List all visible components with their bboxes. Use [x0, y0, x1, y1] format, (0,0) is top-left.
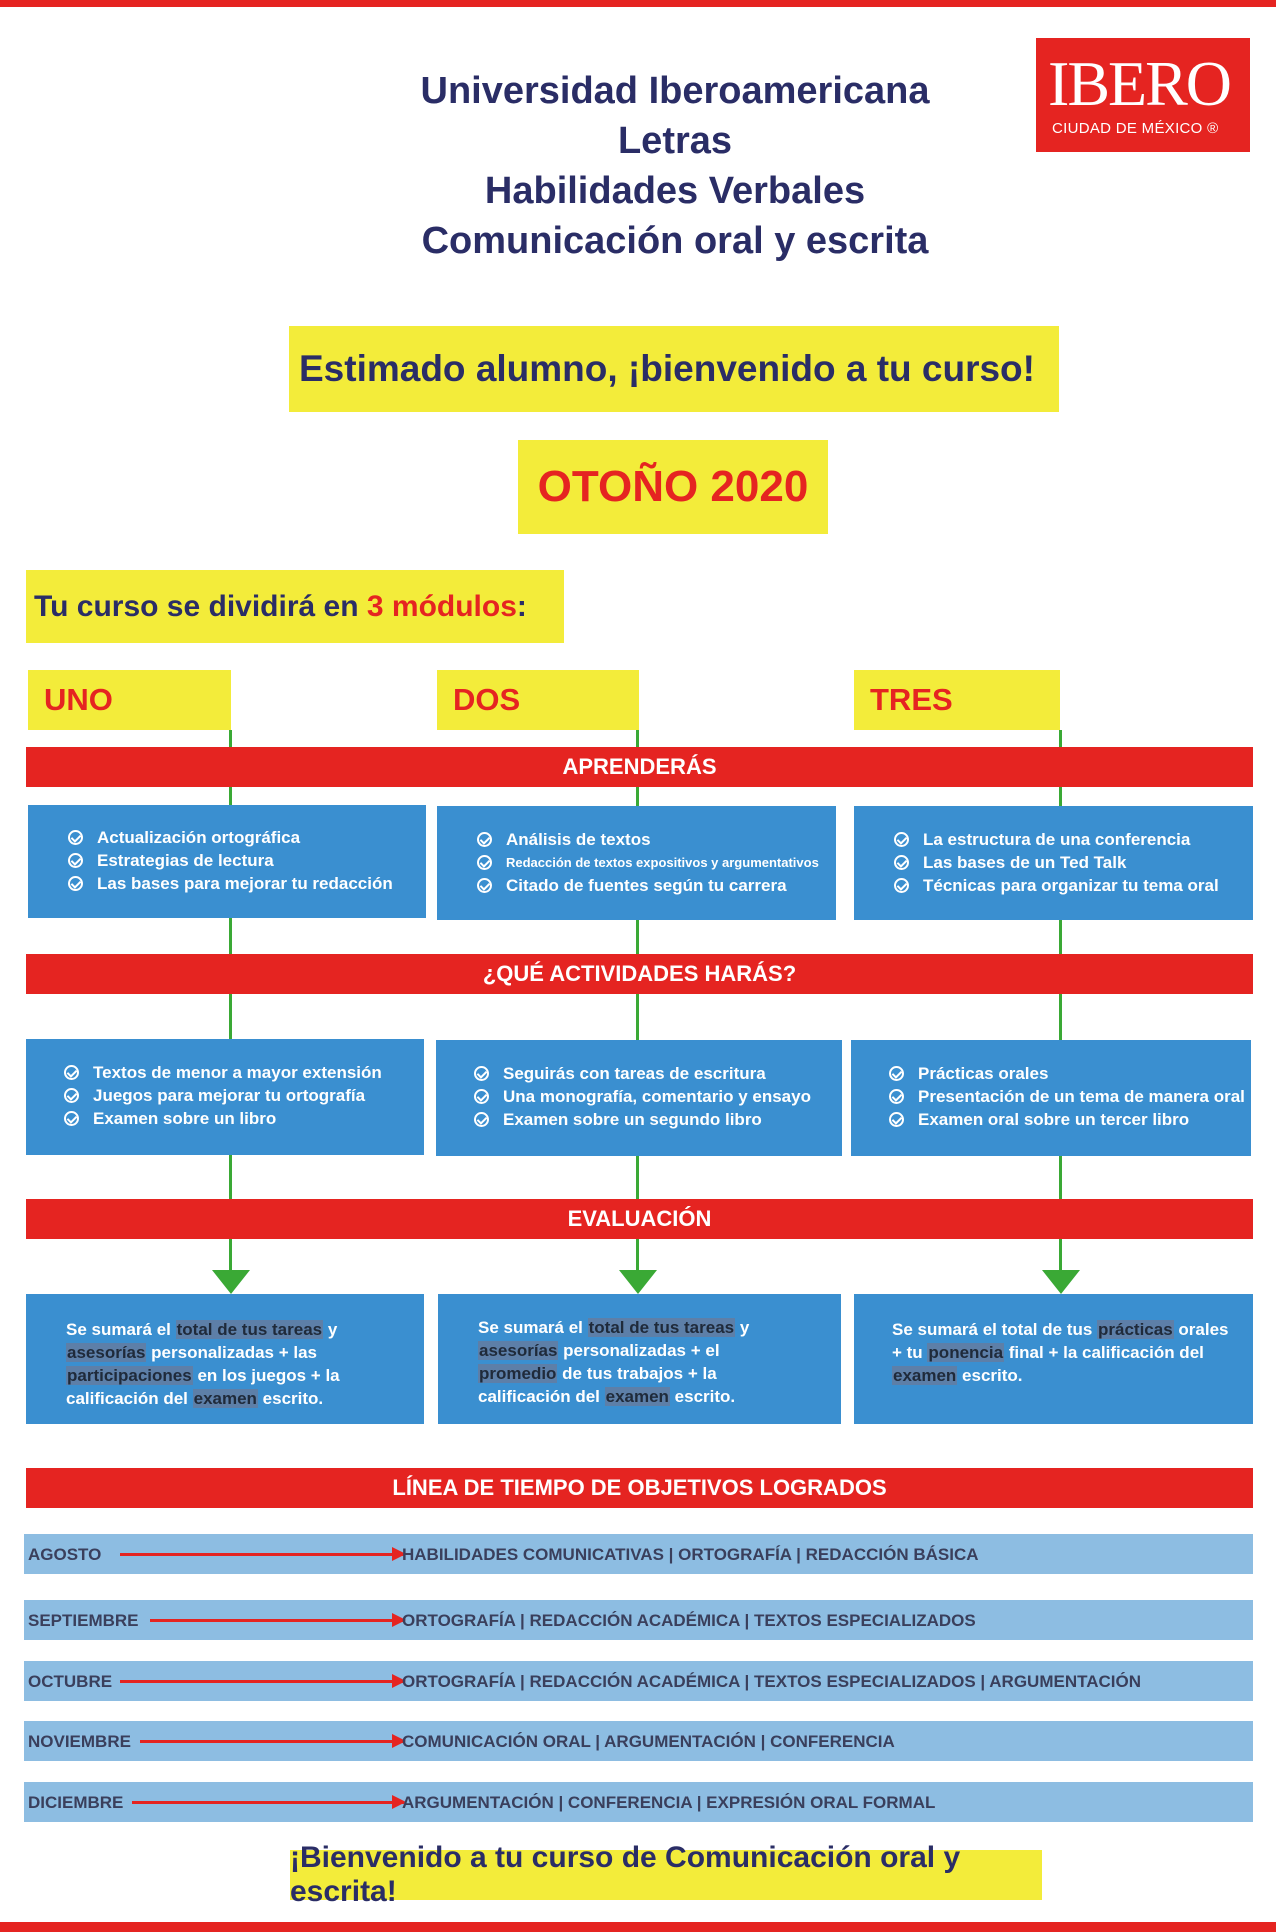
list-item: Examen oral sobre un tercer libro [889, 1108, 1251, 1131]
activities-box-dos: Seguirás con tareas de escritura Una mon… [436, 1040, 842, 1156]
arrow-down-icon [1042, 1270, 1080, 1294]
list-item: Juegos para mejorar tu ortografía [64, 1084, 424, 1107]
section-activities: ¿QUÉ ACTIVIDADES HARÁS? [26, 954, 1253, 994]
learn-box-tres: La estructura de una conferencia Las bas… [854, 806, 1253, 920]
logo-name: IBERO [1048, 48, 1232, 119]
timeline-goals: COMUNICACIÓN ORAL | ARGUMENTACIÓN | CONF… [402, 1732, 895, 1751]
timeline-month: DICIEMBRE [28, 1793, 124, 1812]
header-line-course: Comunicación oral y escrita [421, 220, 929, 262]
modules-intro-prefix: Tu curso se dividirá en [34, 589, 367, 623]
list-item: Seguirás con tareas de escritura [474, 1062, 842, 1085]
section-learn: APRENDERÁS [26, 747, 1253, 787]
evaluation-box-tres: Se sumará el total de tus prácticas oral… [854, 1294, 1253, 1424]
list-item: Las bases para mejorar tu redacción [68, 872, 426, 895]
timeline-month: OCTUBRE [28, 1672, 113, 1691]
modules-intro-suffix: : [516, 589, 527, 623]
learn-box-uno: Actualización ortográfica Estrategias de… [28, 805, 426, 918]
section-evaluation: EVALUACIÓN [26, 1199, 1253, 1239]
list-item: Técnicas para organizar tu tema oral [894, 874, 1253, 897]
list-item: Una monografía, comentario y ensayo [474, 1085, 842, 1108]
check-circle-icon [474, 1066, 489, 1081]
arrow-right-icon [120, 1547, 406, 1561]
header-line-university: Universidad Iberoamericana [420, 70, 930, 112]
list-item: Citado de fuentes según tu carrera [477, 874, 836, 897]
modules-intro: Tu curso se dividirá en 3 módulos : [26, 570, 564, 643]
timeline-goals: ORTOGRAFÍA | REDACCIÓN ACADÉMICA | TEXTO… [402, 1672, 1141, 1691]
module-label-dos: DOS [437, 670, 639, 730]
list-item: Estrategias de lectura [68, 849, 426, 872]
check-circle-icon [474, 1089, 489, 1104]
check-circle-icon [894, 878, 909, 893]
list-item: Las bases de un Ted Talk [894, 851, 1253, 874]
module-label-tres: TRES [854, 670, 1060, 730]
list-item: Examen sobre un libro [64, 1107, 424, 1130]
check-circle-icon [68, 853, 83, 868]
check-circle-icon [64, 1088, 79, 1103]
connector-line-dos [636, 730, 639, 1282]
arrow-down-icon [212, 1270, 250, 1294]
timeline-goals: HABILIDADES COMUNICATIVAS | ORTOGRAFÍA |… [402, 1545, 979, 1564]
timeline-row-septiembre: SEPTIEMBRE ORTOGRAFÍA | REDACCIÓN ACADÉM… [24, 1600, 1253, 1640]
list-item: Análisis de textos [477, 828, 836, 851]
check-circle-icon [64, 1065, 79, 1080]
timeline-month: AGOSTO [28, 1545, 102, 1564]
list-item: Textos de menor a mayor extensión [64, 1061, 424, 1084]
timeline-goals: ARGUMENTACIÓN | CONFERENCIA | EXPRESIÓN … [402, 1793, 936, 1812]
arrow-down-icon [619, 1270, 657, 1294]
connector-line-tres [1059, 730, 1062, 1282]
bottom-rule [0, 1922, 1276, 1932]
season-banner: OTOÑO 2020 [518, 440, 828, 534]
ibero-logo: IBERO CIUDAD DE MÉXICO ® [1036, 38, 1250, 152]
arrow-right-icon [150, 1613, 406, 1627]
timeline-month: SEPTIEMBRE [28, 1611, 139, 1630]
timeline-row-octubre: OCTUBRE ORTOGRAFÍA | REDACCIÓN ACADÉMICA… [24, 1661, 1253, 1701]
evaluation-box-dos: Se sumará el total de tus tareas y aseso… [438, 1294, 841, 1424]
timeline-row-agosto: AGOSTO HABILIDADES COMUNICATIVAS | ORTOG… [24, 1534, 1253, 1574]
check-circle-icon [894, 832, 909, 847]
arrow-right-icon [132, 1795, 406, 1809]
timeline-goals: ORTOGRAFÍA | REDACCIÓN ACADÉMICA | TEXTO… [402, 1611, 976, 1630]
list-item: Redacción de textos expositivos y argume… [477, 851, 836, 874]
evaluation-text-dos: Se sumará el total de tus tareas y aseso… [478, 1318, 750, 1406]
check-circle-icon [477, 832, 492, 847]
list-item: Actualización ortográfica [68, 826, 426, 849]
welcome-banner: Estimado alumno, ¡bienvenido a tu curso! [289, 326, 1059, 412]
closing-banner: ¡Bienvenido a tu curso de Comunicación o… [290, 1841, 1042, 1908]
check-circle-icon [477, 878, 492, 893]
evaluation-text-uno: Se sumará el total de tus tareas y aseso… [66, 1320, 340, 1408]
section-timeline: LÍNEA DE TIEMPO DE OBJETIVOS LOGRADOS [26, 1468, 1253, 1508]
activities-box-tres: Prácticas orales Presentación de un tema… [851, 1040, 1251, 1156]
check-circle-icon [889, 1066, 904, 1081]
module-label-uno: UNO [28, 670, 231, 730]
header-title: Universidad Iberoamericana Letras Habili… [340, 66, 1010, 266]
arrow-right-icon [120, 1674, 406, 1688]
check-circle-icon [474, 1112, 489, 1127]
timeline-row-diciembre: DICIEMBRE ARGUMENTACIÓN | CONFERENCIA | … [24, 1782, 1253, 1822]
timeline-month: NOVIEMBRE [28, 1732, 131, 1751]
evaluation-text-tres: Se sumará el total de tus prácticas oral… [892, 1320, 1229, 1385]
header-line-course-area: Habilidades Verbales [484, 170, 866, 212]
list-item: Presentación de un tema de manera oral [889, 1085, 1251, 1108]
arrow-right-icon [140, 1734, 406, 1748]
list-item: La estructura de una conferencia [894, 828, 1253, 851]
check-circle-icon [894, 855, 909, 870]
check-circle-icon [477, 855, 492, 870]
header-line-department: Letras [617, 120, 733, 162]
timeline-row-noviembre: NOVIEMBRE COMUNICACIÓN ORAL | ARGUMENTAC… [24, 1721, 1253, 1761]
evaluation-box-uno: Se sumará el total de tus tareas y aseso… [26, 1294, 424, 1424]
list-item: Examen sobre un segundo libro [474, 1108, 842, 1131]
check-circle-icon [64, 1111, 79, 1126]
check-circle-icon [889, 1112, 904, 1127]
connector-line-uno [229, 730, 232, 1282]
check-circle-icon [68, 876, 83, 891]
list-item: Prácticas orales [889, 1062, 1251, 1085]
check-circle-icon [889, 1089, 904, 1104]
activities-box-uno: Textos de menor a mayor extensión Juegos… [26, 1039, 424, 1155]
logo-subtitle: CIUDAD DE MÉXICO ® [1052, 120, 1219, 137]
check-circle-icon [68, 830, 83, 845]
learn-box-dos: Análisis de textos Redacción de textos e… [437, 806, 836, 920]
top-rule [0, 0, 1276, 7]
modules-intro-highlight: 3 módulos [366, 589, 517, 623]
